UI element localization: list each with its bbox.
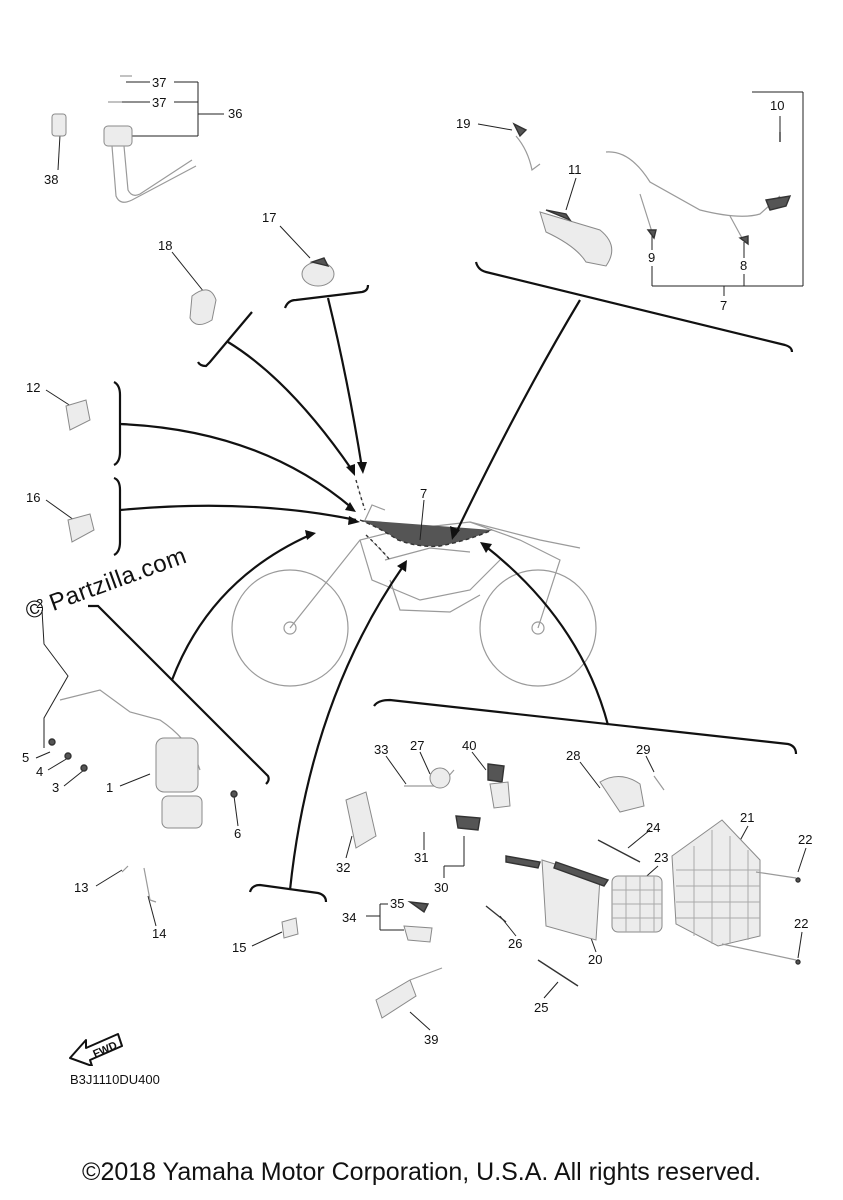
motorcycle-outline	[231, 504, 597, 687]
callout-30: 30	[434, 880, 448, 895]
callout-21: 21	[740, 810, 754, 825]
callout-31: 31	[414, 850, 428, 865]
fwd-label: FWD	[91, 1039, 119, 1060]
callout-2: 2	[36, 596, 43, 611]
callout-29: 29	[636, 742, 650, 757]
callout-32: 32	[336, 860, 350, 875]
callout-28: 28	[566, 748, 580, 763]
callout-25: 25	[534, 1000, 548, 1015]
callout-13: 13	[74, 880, 88, 895]
callout-labels: 1 2 3 4 5 6 7 7 8 9 10 11 12 13 14 15 16…	[22, 75, 812, 1047]
callout-10: 10	[770, 98, 784, 113]
callout-23: 23	[654, 850, 668, 865]
callout-26: 26	[508, 936, 522, 951]
callout-36: 36	[228, 106, 242, 121]
callout-37-upper: 37	[152, 75, 166, 90]
callout-4: 4	[36, 764, 43, 779]
callout-16: 16	[26, 490, 40, 505]
callout-11: 11	[568, 162, 582, 177]
callout-6: 6	[234, 826, 241, 841]
callout-40: 40	[462, 738, 476, 753]
callout-17: 17	[262, 210, 276, 225]
callout-5: 5	[22, 750, 29, 765]
callout-3: 3	[52, 780, 59, 795]
callout-20: 20	[588, 952, 602, 967]
part-sketches	[48, 75, 801, 1019]
callout-24: 24	[646, 820, 660, 835]
callout-39: 39	[424, 1032, 438, 1047]
callout-22-upper: 22	[798, 832, 812, 847]
callout-15: 15	[232, 940, 246, 955]
callout-1: 1	[106, 780, 113, 795]
callout-9: 9	[648, 250, 655, 265]
callout-12: 12	[26, 380, 40, 395]
callout-7-top: 7	[720, 298, 727, 313]
leader-lines	[35, 81, 807, 1031]
callout-37-lower: 37	[152, 95, 166, 110]
callout-27: 27	[410, 738, 424, 753]
harness-cluster	[355, 479, 493, 561]
callout-18: 18	[158, 238, 172, 253]
leader-brackets	[88, 261, 798, 903]
diagram-code: B3J1110DU400	[70, 1072, 160, 1087]
callout-38: 38	[44, 172, 58, 187]
callout-33: 33	[374, 742, 388, 757]
callout-7-center: 7	[420, 486, 427, 501]
copyright-notice: ©2018 Yamaha Motor Corporation, U.S.A. A…	[82, 1158, 761, 1186]
callout-22-lower: 22	[794, 916, 808, 931]
callout-19: 19	[456, 116, 470, 131]
fwd-arrow-icon: FWD	[69, 1033, 123, 1066]
callout-8: 8	[740, 258, 747, 273]
callout-34: 34	[342, 910, 356, 925]
callout-35: 35	[390, 896, 404, 911]
callout-14: 14	[152, 926, 166, 941]
